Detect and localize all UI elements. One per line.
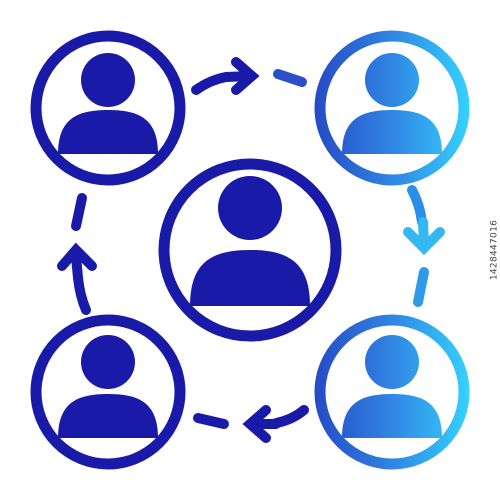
node-top-right xyxy=(314,30,470,186)
arrow-left-icon xyxy=(242,405,281,443)
connector-top xyxy=(191,57,307,95)
connector-right xyxy=(403,185,445,307)
node-bottom-right xyxy=(314,314,470,470)
connector-bottom xyxy=(193,405,309,443)
user-icon xyxy=(58,53,158,154)
node-center xyxy=(158,158,342,342)
node-bottom-left xyxy=(30,314,186,470)
node-top-left xyxy=(30,30,186,186)
stock-id-watermark: 1428447016 xyxy=(489,219,499,281)
user-icon xyxy=(342,335,442,438)
user-icon xyxy=(58,335,158,438)
arrow-right-icon xyxy=(221,57,260,95)
arrow-up-icon xyxy=(57,242,97,283)
connector-left xyxy=(57,193,97,315)
arrow-down-icon xyxy=(403,217,445,256)
user-icon xyxy=(190,176,310,306)
user-icon xyxy=(342,53,442,154)
